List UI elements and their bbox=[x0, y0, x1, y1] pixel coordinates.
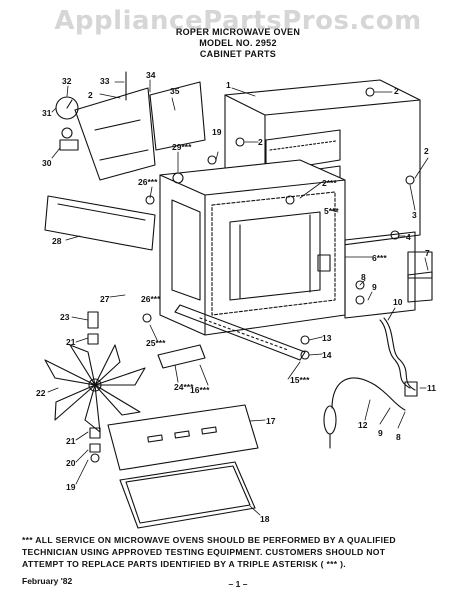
callout-label: 7 bbox=[425, 248, 430, 258]
callout-label: 30 bbox=[42, 158, 52, 168]
callout-label: 15*** bbox=[290, 375, 310, 385]
callout-label: 11 bbox=[427, 383, 436, 393]
bottom-pan-drawing bbox=[119, 461, 256, 529]
callout-label: 17 bbox=[266, 416, 276, 426]
callout-label: 35 bbox=[170, 86, 180, 96]
callout-label: 13 bbox=[322, 333, 332, 343]
callout-label: 12 bbox=[358, 420, 368, 430]
note-line3: ATTEMPT TO REPLACE PARTS IDENTIFIED BY A… bbox=[22, 559, 346, 569]
callout-label: 27 bbox=[100, 294, 110, 304]
diagram-title-line1: ROPER MICROWAVE OVEN bbox=[175, 27, 301, 37]
leader-lines bbox=[47, 79, 429, 516]
door-trim-drawing bbox=[44, 195, 156, 251]
callout-label: 33 bbox=[100, 76, 110, 86]
diagram-title-line2: MODEL NO. 2952 bbox=[199, 38, 277, 48]
callout-labels: 1 2 2 2 2 2*** 3 4 5*** 6*** 7 8 9 10 11… bbox=[36, 70, 436, 524]
callout-label: 2 bbox=[424, 146, 429, 156]
mount-bracket-drawing bbox=[157, 344, 206, 369]
bottom-rail-drawing bbox=[174, 304, 306, 361]
control-bracket-drawing bbox=[55, 71, 206, 181]
callout-label: 31 bbox=[42, 108, 52, 118]
callout-label: 34 bbox=[146, 70, 156, 80]
callout-label: 32 bbox=[62, 76, 72, 86]
callout-label: 16*** bbox=[190, 385, 210, 395]
publication-date: February '82 bbox=[22, 576, 73, 586]
callout-label: 21 bbox=[66, 436, 76, 446]
callout-label: 19 bbox=[212, 127, 222, 137]
callout-label: 5*** bbox=[324, 206, 339, 216]
diagram-title-block: ROPER MICROWAVE OVEN MODEL NO. 2952 CABI… bbox=[0, 27, 476, 60]
callout-label: 8 bbox=[396, 432, 401, 442]
callout-label: 18 bbox=[260, 514, 270, 524]
callout-label: 29*** bbox=[172, 142, 192, 152]
wire-harness-drawing bbox=[379, 317, 418, 397]
callout-label: 6*** bbox=[372, 253, 387, 263]
callout-label: 8 bbox=[361, 272, 366, 282]
page-number: – 1 – bbox=[228, 579, 248, 589]
callout-label: 4 bbox=[406, 232, 411, 242]
note-line2: TECHNICIAN USING APPROVED TESTING EQUIPM… bbox=[22, 547, 386, 557]
callout-label: 2*** bbox=[322, 178, 337, 188]
glass-tray-drawing bbox=[107, 404, 259, 471]
side-panel-drawing bbox=[344, 231, 433, 319]
callout-label: 24*** bbox=[174, 382, 194, 392]
callout-label: 28 bbox=[52, 236, 62, 246]
callout-label: 2 bbox=[258, 137, 263, 147]
callout-label: 19 bbox=[66, 482, 76, 492]
callout-label: 26*** bbox=[141, 294, 161, 304]
stirrer-fan-drawing bbox=[44, 344, 146, 433]
callout-label: 9 bbox=[378, 428, 383, 438]
temp-probe-drawing bbox=[323, 377, 406, 449]
callout-label: 14 bbox=[322, 350, 332, 360]
callout-label: 23 bbox=[60, 312, 70, 322]
oven-chassis-drawing bbox=[159, 159, 346, 336]
callout-label: 20 bbox=[66, 458, 76, 468]
callout-label: 22 bbox=[36, 388, 46, 398]
note-line1: *** ALL SERVICE ON MICROWAVE OVENS SHOUL… bbox=[22, 535, 396, 545]
callout-label: 9 bbox=[372, 282, 377, 292]
callout-label: 21 bbox=[66, 337, 76, 347]
rating-label-drawing bbox=[407, 271, 433, 303]
callout-label: 25*** bbox=[146, 338, 166, 348]
callout-label: 2 bbox=[88, 90, 93, 100]
callout-label: 3 bbox=[412, 210, 417, 220]
callout-label: 1 bbox=[226, 80, 231, 90]
diagram-title-line3: CABINET PARTS bbox=[199, 49, 277, 59]
callout-label: 10 bbox=[393, 297, 403, 307]
callout-label: 2 bbox=[394, 86, 399, 96]
service-warning-note: *** ALL SERVICE ON MICROWAVE OVENS SHOUL… bbox=[22, 534, 462, 570]
callout-label: 26*** bbox=[138, 177, 158, 187]
